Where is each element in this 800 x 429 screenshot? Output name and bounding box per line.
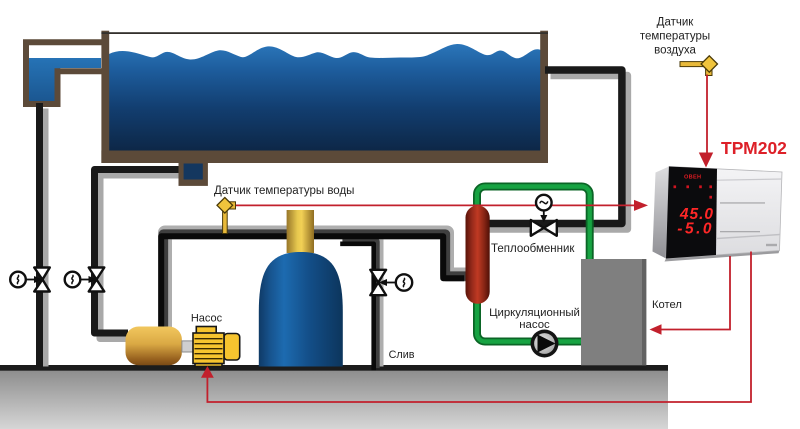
svg-text:Котел: Котел bbox=[652, 299, 682, 311]
svg-text:Теплообменник: Теплообменник bbox=[491, 243, 575, 255]
svg-text:ОВЕН: ОВЕН bbox=[684, 175, 701, 181]
svg-text:Циркуляционный: Циркуляционный bbox=[489, 307, 580, 319]
svg-text:-5.0: -5.0 bbox=[677, 221, 714, 238]
svg-text:Датчик температуры воды: Датчик температуры воды bbox=[214, 185, 354, 197]
svg-text:Насос: Насос bbox=[191, 313, 223, 325]
svg-text:ТРМ202: ТРМ202 bbox=[721, 138, 787, 158]
svg-text:температуры: температуры bbox=[640, 30, 710, 42]
svg-text:Датчик: Датчик bbox=[657, 16, 695, 28]
svg-text:насос: насос bbox=[519, 319, 550, 331]
svg-text:Слив: Слив bbox=[389, 349, 415, 361]
svg-text:45.0: 45.0 bbox=[679, 206, 714, 223]
svg-text:воздуха: воздуха bbox=[654, 44, 696, 56]
